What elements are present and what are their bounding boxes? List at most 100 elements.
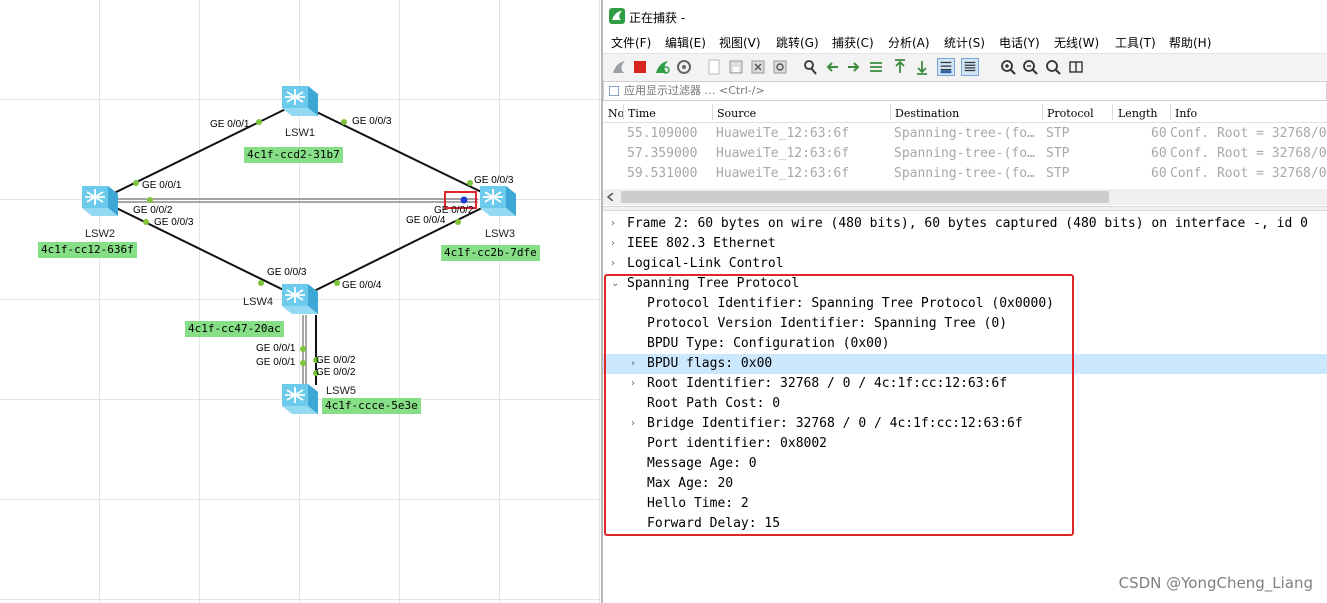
expand-arrow-icon[interactable]: › [631, 378, 635, 389]
detail-text: Frame 2: 60 bytes on wire (480 bits), 60… [627, 216, 1308, 231]
packet-row[interactable]: 57.359000 HuaweiTe_12:63:6f Spanning-tre… [603, 143, 1327, 163]
start-capture-icon[interactable] [610, 58, 628, 76]
display-filter-input[interactable] [624, 84, 1224, 97]
scrollbar-thumb[interactable] [621, 191, 1109, 203]
menu-go[interactable]: 跳转(G) [776, 36, 819, 50]
detail-row[interactable]: › Frame 2: 60 bytes on wire (480 bits), 6… [603, 214, 1327, 234]
detail-row[interactable]: Forward Delay: 15 [603, 514, 1327, 534]
port-label: GE 0/0/4 [342, 280, 382, 291]
column-header-source[interactable]: Source [717, 107, 757, 120]
collapse-arrow-icon[interactable]: ⌄ [611, 278, 620, 289]
column-header-time[interactable]: Time [628, 107, 656, 120]
device-name-lsw5: LSW5 [326, 385, 356, 397]
filter-bookmark-icon[interactable] [609, 86, 619, 96]
restart-capture-icon[interactable] [653, 58, 671, 76]
detail-row[interactable]: ›BPDU flags: 0x00 [603, 354, 1327, 374]
display-filter-bar [603, 81, 1327, 101]
detail-row[interactable]: Hello Time: 2 [603, 494, 1327, 514]
colorize-icon[interactable] [961, 58, 979, 76]
go-back-icon[interactable] [823, 58, 841, 76]
zoom-in-icon[interactable] [999, 58, 1017, 76]
detail-row[interactable]: ⌄Spanning Tree Protocol [603, 274, 1327, 294]
resize-columns-icon[interactable] [1067, 58, 1085, 76]
open-file-icon[interactable] [705, 58, 723, 76]
detail-row[interactable]: Max Age: 20 [603, 474, 1327, 494]
stop-capture-icon[interactable] [631, 58, 649, 76]
go-first-packet-icon[interactable] [891, 58, 909, 76]
switch-icon-lsw3[interactable] [476, 178, 520, 222]
title-bar[interactable]: 正在捕获 - [603, 0, 1327, 32]
normal-size-icon[interactable] [1044, 58, 1062, 76]
go-last-packet-icon[interactable] [913, 58, 931, 76]
expand-arrow-icon[interactable]: › [631, 418, 635, 429]
switch-icon-lsw4[interactable] [278, 276, 322, 320]
detail-row[interactable]: ›IEEE 802.3 Ethernet [603, 234, 1327, 254]
detail-row[interactable]: ›Bridge Identifier: 32768 / 0 / 4c:1f:cc… [603, 414, 1327, 434]
topology-canvas[interactable]: LSW1 LSW2 LSW3 LSW4 LSW5 4c1f-ccd2-31b7 … [0, 0, 601, 603]
packet-time: 57.359000 [627, 146, 698, 161]
expand-arrow-icon[interactable]: › [611, 258, 615, 269]
expand-arrow-icon[interactable]: › [611, 218, 615, 229]
menu-wireless[interactable]: 无线(W) [1054, 36, 1100, 50]
detail-text: Port identifier: 0x8002 [647, 436, 828, 451]
expand-arrow-icon[interactable]: › [631, 358, 635, 369]
detail-text: Forward Delay: 15 [647, 516, 781, 531]
expand-arrow-icon[interactable]: › [611, 238, 615, 249]
detail-row[interactable]: Protocol Version Identifier: Spanning Tr… [603, 314, 1327, 334]
switch-icon-lsw1[interactable] [278, 78, 322, 122]
menu-tools[interactable]: 工具(T) [1115, 36, 1156, 50]
column-header-no[interactable]: No [608, 107, 625, 120]
watermark: CSDN @YongCheng_Liang [1118, 574, 1313, 592]
find-packet-icon[interactable] [801, 58, 819, 76]
save-file-icon[interactable] [727, 58, 745, 76]
packet-destination: Spanning-tree-(fo… [894, 146, 1035, 161]
detail-row[interactable]: BPDU Type: Configuration (0x00) [603, 334, 1327, 354]
topology-links [99, 102, 499, 385]
reload-file-icon[interactable] [771, 58, 789, 76]
port-label: GE 0/0/3 [352, 116, 392, 127]
switch-icon-lsw2[interactable] [78, 178, 122, 222]
menu-help[interactable]: 帮助(H) [1169, 36, 1212, 50]
column-header-length[interactable]: Length [1118, 107, 1158, 120]
auto-scroll-icon[interactable] [937, 58, 955, 76]
pane-splitter[interactable] [603, 206, 1327, 211]
menu-telephony[interactable]: 电话(Y) [999, 36, 1040, 50]
window-title: 正在捕获 - [629, 11, 686, 25]
link-lsw2-lsw4[interactable] [99, 199, 301, 299]
port-label: GE 0/0/1 [210, 119, 250, 130]
zoom-out-icon[interactable] [1021, 58, 1039, 76]
menu-capture[interactable]: 捕获(C) [832, 36, 874, 50]
link-lsw1-lsw2[interactable] [99, 102, 299, 201]
menu-edit[interactable]: 编辑(E) [665, 36, 706, 50]
scroll-left-icon[interactable] [607, 193, 615, 201]
packet-time: 59.531000 [627, 166, 698, 181]
link-lsw1-lsw3[interactable] [297, 102, 499, 201]
packet-list-header: No Time Source Destination Protocol Leng… [603, 102, 1327, 123]
column-header-info[interactable]: Info [1175, 107, 1198, 120]
column-header-protocol[interactable]: Protocol [1047, 107, 1094, 120]
detail-row[interactable]: Protocol Identifier: Spanning Tree Proto… [603, 294, 1327, 314]
menu-statistics[interactable]: 统计(S) [944, 36, 985, 50]
link-lsw3-lsw4[interactable] [299, 199, 499, 299]
menu-bar: 文件(F) 编辑(E) 视图(V) 跳转(G) 捕获(C) 分析(A) 统计(S… [603, 32, 1327, 52]
packet-row[interactable]: 59.531000 HuaweiTe_12:63:6f Spanning-tre… [603, 163, 1327, 183]
packet-protocol: STP [1046, 166, 1070, 181]
detail-row[interactable]: ›Logical-Link Control [603, 254, 1327, 274]
go-forward-icon[interactable] [845, 58, 863, 76]
main-toolbar [603, 53, 1327, 82]
menu-analyze[interactable]: 分析(A) [888, 36, 930, 50]
column-header-destination[interactable]: Destination [895, 107, 960, 120]
close-file-icon[interactable] [749, 58, 767, 76]
packet-list-hscrollbar[interactable] [603, 189, 1327, 205]
capture-options-icon[interactable] [675, 58, 693, 76]
menu-file[interactable]: 文件(F) [611, 36, 652, 50]
packet-details-tree: › Frame 2: 60 bytes on wire (480 bits), 6… [603, 212, 1327, 603]
detail-row[interactable]: Message Age: 0 [603, 454, 1327, 474]
detail-row[interactable]: ›Root Identifier: 32768 / 0 / 4c:1f:cc:1… [603, 374, 1327, 394]
detail-row[interactable]: Port identifier: 0x8002 [603, 434, 1327, 454]
packet-row[interactable]: 55.109000 HuaweiTe_12:63:6f Spanning-tre… [603, 123, 1327, 143]
go-to-packet-icon[interactable] [867, 58, 885, 76]
switch-icon-lsw5[interactable] [278, 376, 322, 420]
detail-row[interactable]: Root Path Cost: 0 [603, 394, 1327, 414]
menu-view[interactable]: 视图(V) [719, 36, 761, 50]
